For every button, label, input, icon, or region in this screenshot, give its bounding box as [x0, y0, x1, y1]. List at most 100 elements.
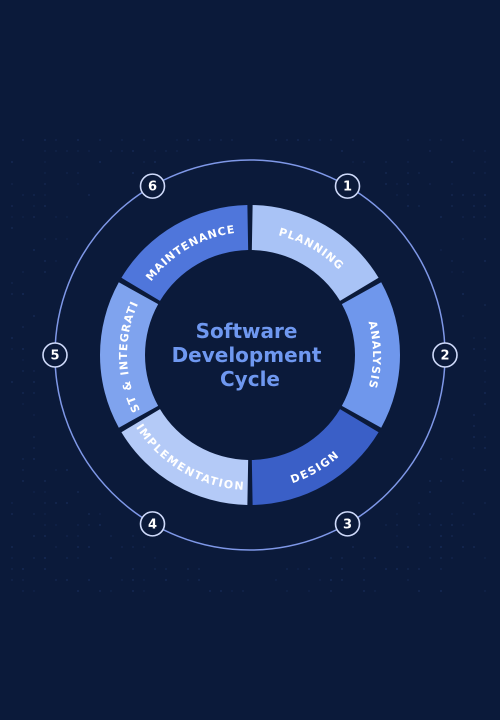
- stage-node-2: 2: [432, 342, 458, 368]
- background-dot: [451, 535, 453, 537]
- background-dot: [22, 216, 24, 218]
- background-dot: [418, 568, 420, 570]
- background-dot: [33, 249, 35, 251]
- background-dot: [462, 315, 464, 317]
- background-dot: [165, 579, 167, 581]
- background-dot: [352, 139, 354, 141]
- background-dot: [418, 513, 420, 515]
- background-dot: [462, 216, 464, 218]
- background-dot: [55, 150, 57, 152]
- background-dot: [22, 458, 24, 460]
- background-dot: [385, 524, 387, 526]
- background-dot: [11, 293, 13, 295]
- background-dot: [396, 194, 398, 196]
- background-dot: [407, 183, 409, 185]
- background-dot: [473, 546, 475, 548]
- background-dot: [55, 502, 57, 504]
- background-dot: [121, 139, 123, 141]
- background-dot: [429, 513, 431, 515]
- stage-node-1: 1: [334, 173, 361, 199]
- stage-node-number: 1: [343, 180, 352, 195]
- background-dot: [484, 260, 486, 262]
- background-dot: [66, 535, 68, 537]
- stage-node-4: 4: [139, 511, 166, 537]
- background-dot: [374, 557, 376, 559]
- background-dot: [396, 568, 398, 570]
- background-dot: [77, 139, 79, 141]
- background-dot: [44, 205, 46, 207]
- background-dot: [22, 370, 24, 372]
- background-dot: [484, 238, 486, 240]
- background-dot: [451, 260, 453, 262]
- background-dot: [33, 491, 35, 493]
- background-dot: [165, 150, 167, 152]
- background-dot: [418, 524, 420, 526]
- background-dot: [77, 524, 79, 526]
- background-dot: [407, 139, 409, 141]
- background-dot: [330, 579, 332, 581]
- background-dot: [462, 480, 464, 482]
- background-dot: [297, 139, 299, 141]
- background-dot: [451, 161, 453, 163]
- background-dot: [198, 579, 200, 581]
- background-dot: [22, 480, 24, 482]
- background-dot: [55, 260, 57, 262]
- stage-segment-6: [121, 205, 249, 301]
- background-dot: [154, 161, 156, 163]
- background-dot: [484, 436, 486, 438]
- background-dot: [440, 568, 442, 570]
- background-dot: [143, 161, 145, 163]
- background-dot: [385, 183, 387, 185]
- background-dot: [33, 513, 35, 515]
- background-dot: [396, 513, 398, 515]
- center-title-line-3: Cycle: [220, 367, 280, 391]
- background-dot: [440, 535, 442, 537]
- background-dot: [55, 579, 57, 581]
- stage-node-number: 4: [148, 517, 157, 532]
- stage-node-circle: [139, 511, 166, 537]
- background-dot: [462, 546, 464, 548]
- background-dot: [484, 447, 486, 449]
- background-dot: [11, 557, 13, 559]
- background-dot: [462, 524, 464, 526]
- background-dot: [99, 524, 101, 526]
- background-dot: [99, 590, 101, 592]
- background-dot: [77, 491, 79, 493]
- background-dot: [462, 139, 464, 141]
- background-dot: [484, 557, 486, 559]
- background-dot: [11, 348, 13, 350]
- background-dot: [110, 590, 112, 592]
- background-dot: [77, 172, 79, 174]
- background-dot: [44, 502, 46, 504]
- background-dot: [473, 194, 475, 196]
- background-dot: [33, 590, 35, 592]
- background-dot: [418, 502, 420, 504]
- background-dot: [231, 139, 233, 141]
- background-dot: [55, 546, 57, 548]
- background-dot: [330, 139, 332, 141]
- background-dot: [462, 271, 464, 273]
- background-dot: [396, 535, 398, 537]
- background-dot: [440, 139, 442, 141]
- background-dot: [484, 359, 486, 361]
- background-dot: [22, 568, 24, 570]
- background-dot: [462, 293, 464, 295]
- background-dot: [154, 568, 156, 570]
- background-dot: [44, 139, 46, 141]
- background-dot: [44, 161, 46, 163]
- background-dot: [363, 161, 365, 163]
- background-dot: [22, 348, 24, 350]
- background-dot: [484, 304, 486, 306]
- background-dot: [473, 414, 475, 416]
- background-dot: [220, 590, 222, 592]
- background-dot: [33, 194, 35, 196]
- background-dot: [440, 458, 442, 460]
- background-dot: [11, 282, 13, 284]
- background-dot: [55, 524, 57, 526]
- background-dot: [363, 557, 365, 559]
- background-dot: [44, 557, 46, 559]
- background-dot: [473, 150, 475, 152]
- background-dot: [165, 568, 167, 570]
